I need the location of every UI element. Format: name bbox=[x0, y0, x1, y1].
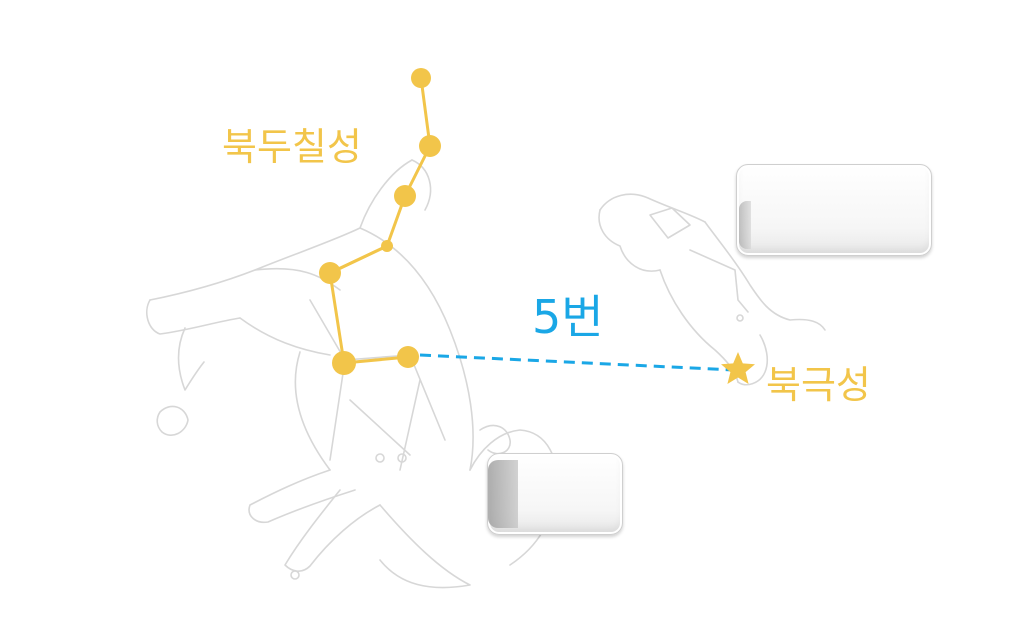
big-dipper-lines bbox=[328, 77, 432, 365]
dipper-star-7 bbox=[397, 346, 419, 368]
dipper-star-5 bbox=[319, 262, 341, 284]
big-dipper-label: 북두칠성 bbox=[222, 125, 362, 169]
dipper-star-6 bbox=[332, 351, 356, 375]
dipper-star-4 bbox=[381, 240, 393, 252]
distance-label: 5번 bbox=[532, 290, 604, 344]
big-dipper-stars bbox=[319, 68, 441, 375]
star-icon bbox=[721, 352, 755, 384]
dipper-star-2 bbox=[419, 135, 441, 157]
ursa-minor-answer-box[interactable] bbox=[736, 164, 932, 256]
polaris-label: 북극성 bbox=[766, 363, 871, 407]
distance-dashed-line bbox=[419, 353, 735, 372]
dipper-star-3 bbox=[394, 185, 416, 207]
ursa-major-outline bbox=[146, 159, 558, 589]
dipper-star-1 bbox=[411, 68, 431, 88]
ursa-major-answer-box[interactable] bbox=[487, 453, 623, 535]
ursa-minor-outline bbox=[598, 193, 826, 386]
